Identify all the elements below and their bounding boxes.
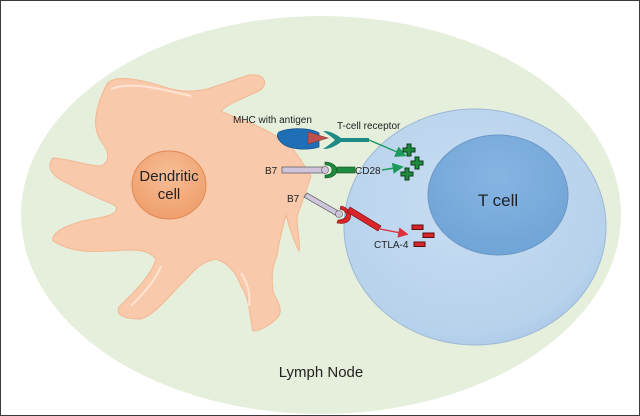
minus-icon — [422, 232, 435, 238]
minus-icon — [413, 241, 426, 247]
lymph-node-label: Lymph Node — [279, 364, 364, 381]
plus-icon — [400, 167, 414, 181]
b7-lower-head — [335, 210, 343, 218]
dendritic-cell-nucleus — [131, 150, 207, 220]
plus-icon — [410, 156, 424, 170]
tcr-label: T-cell receptor — [337, 121, 401, 132]
cd28-molecule — [336, 166, 356, 174]
mhc-label: MHC with antigen — [233, 115, 312, 126]
ctla4-signal-arrow — [379, 227, 409, 238]
dendritic-cell-label-line2: cell — [158, 186, 181, 203]
b7-upper-label: B7 — [265, 166, 278, 177]
b7-upper-molecule — [281, 166, 325, 174]
dendritic-cell-label-line1: Dendritic — [139, 168, 199, 185]
ctla4-cup — [336, 205, 351, 224]
tcr-molecule — [323, 131, 369, 149]
cd28-signal-arrow — [381, 162, 404, 174]
highlight — [110, 84, 192, 97]
ctla4-label: CTLA-4 — [374, 240, 409, 251]
b7-lower-label: B7 — [287, 194, 300, 205]
t-cell-label: T cell — [478, 191, 518, 210]
t-cell-nucleus — [427, 134, 569, 256]
tcr-signal-arrow — [368, 139, 407, 157]
plus-icon — [402, 143, 416, 157]
cd28-label: CD28 — [355, 166, 381, 177]
highlight — [130, 265, 162, 307]
ctla4-molecule — [346, 206, 382, 232]
b7-upper-head — [321, 166, 329, 174]
positive-signals — [400, 143, 424, 181]
minus-icon — [411, 224, 424, 230]
highlight — [240, 272, 251, 307]
negative-signals — [411, 224, 435, 247]
antigen — [307, 131, 330, 145]
cd28-cup — [324, 161, 338, 179]
